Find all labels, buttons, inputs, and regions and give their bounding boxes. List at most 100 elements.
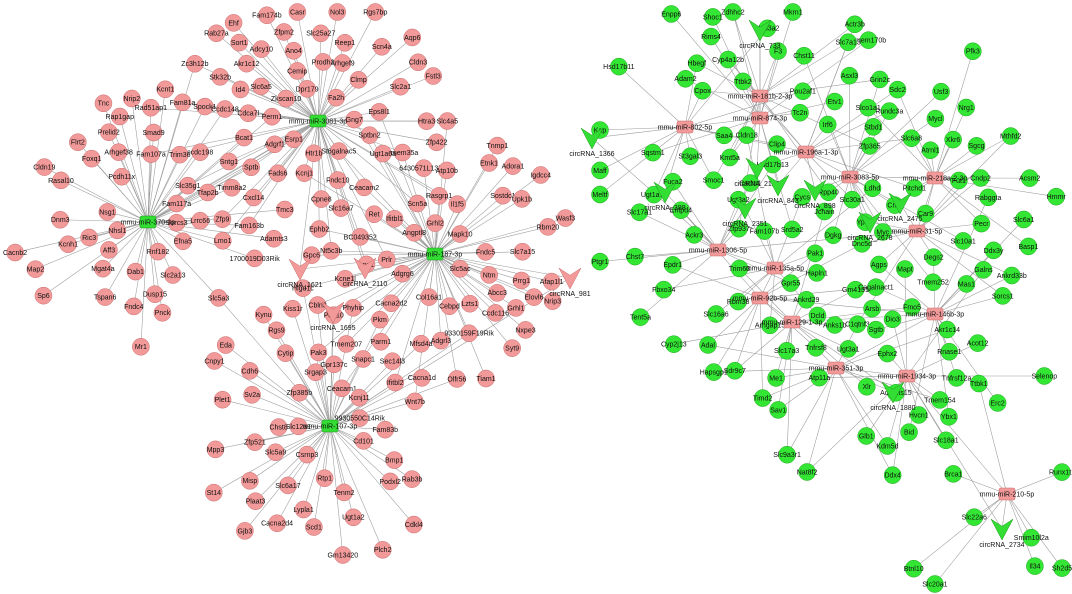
gene-node-elovl6[interactable]: Elovl6 <box>524 288 544 306</box>
gene-node-atp10b[interactable]: Atp10b <box>436 161 458 180</box>
gene-node-ldhd[interactable]: Ldhd <box>863 179 882 198</box>
gene-node-myc[interactable]: Myc <box>874 223 892 241</box>
gene-node-cacnb2[interactable]: Cacnb2 <box>3 243 27 262</box>
gene-node-kcnh1[interactable]: Kcnh1 <box>58 235 78 253</box>
mirna-node-mmu-mir-196a-1-3p[interactable]: mmu-miR-196a-1-3p <box>774 145 839 159</box>
gene-node-esrp1[interactable]: Esrp1 <box>285 130 303 149</box>
gene-node-tmem207[interactable]: Tmem207 <box>330 335 362 353</box>
gene-node-arhgap15[interactable]: Arhgap15 <box>755 316 785 335</box>
gene-node-ybx1[interactable]: Ybx1 <box>940 408 958 426</box>
gene-node-cacna1d[interactable]: Cacna1d <box>408 369 436 387</box>
gene-node-csrnp3[interactable]: Csrnp3 <box>296 445 319 464</box>
gene-node-slc25a27[interactable]: Slc25a27 <box>306 24 335 43</box>
gene-node-degs2[interactable]: Degs2 <box>923 248 944 266</box>
gene-node-zc3h12b[interactable]: Zc3h12b <box>181 54 209 73</box>
gene-node-9330159f19rik[interactable]: 9330159F19Rik <box>444 324 494 343</box>
gene-node-scd1[interactable]: Scd1 <box>305 518 323 536</box>
mirna-node-mmu-mir-1306-5p[interactable]: mmu-miR-1306-5p <box>689 243 747 257</box>
gene-node-wasf3[interactable]: Wasf3 <box>556 209 576 227</box>
gene-node-kcnj1[interactable]: Kcnj1 <box>296 164 314 182</box>
gene-node-entpd4[interactable]: Entpd4 <box>670 201 692 220</box>
gene-node-trim36[interactable]: Trim36 <box>169 145 191 164</box>
gene-node-timd2[interactable]: Timd2 <box>753 389 772 407</box>
gene-node-sec14l3[interactable]: Sec14l3 <box>380 352 405 370</box>
gene-node-slc4a5[interactable]: Slc4a5 <box>437 112 459 130</box>
gene-node-slc7a15[interactable]: Slc7a15 <box>510 242 535 261</box>
gene-node-etnk1[interactable]: Etnk1 <box>480 154 498 172</box>
gene-node-pfk3[interactable]: Pfk3 <box>964 42 982 61</box>
gene-node-cemip[interactable]: Cemip <box>287 62 307 80</box>
gene-node-sntg1[interactable]: Sntg1 <box>220 152 238 171</box>
mirna-node-mmu-mir-1934-3p[interactable]: mmu-miR-1934-3p <box>878 369 936 383</box>
gene-node-stk32b[interactable]: Stk32b <box>209 68 231 86</box>
gene-node-lypla1[interactable]: Lypla1 <box>293 500 314 519</box>
gene-node-grin2c[interactable]: Grin2c <box>869 70 891 89</box>
mirna-node-mmu-mir-210-5p[interactable]: mmu-miR-210-5p <box>980 487 1035 501</box>
gene-node-mthfd2[interactable]: Mthfd2 <box>1000 127 1022 145</box>
gene-node-mgat4a[interactable]: Mgat4a <box>91 259 115 278</box>
gene-node-cdh6[interactable]: Cdh6 <box>241 362 259 380</box>
gene-node-tiam1[interactable]: Tiam1 <box>476 369 496 388</box>
gene-node-slc6a17[interactable]: Slc6a17 <box>275 476 301 495</box>
gene-node-rbm38[interactable]: Rbm38 <box>727 292 750 311</box>
gene-node-fbxo34[interactable]: Fbxo34 <box>652 280 676 299</box>
gene-node-slc22a6[interactable]: Slc22a6 <box>962 508 987 526</box>
gene-node-il1f5[interactable]: Il1f5 <box>448 195 466 213</box>
gene-node-dio3[interactable]: Dio3 <box>883 310 902 329</box>
gene-node-ugt1a6a[interactable]: Ugt1a6a <box>370 144 397 163</box>
gene-node-ntm[interactable]: Ntm <box>480 266 498 284</box>
gene-node-cxcl14[interactable]: Cxcl14 <box>243 188 265 207</box>
gene-node-dab1[interactable]: Dab1 <box>126 262 145 281</box>
gene-node-prrg1[interactable]: Prrg1 <box>512 271 531 290</box>
gene-node-ceacam2[interactable]: Ceacam2 <box>349 178 379 197</box>
gene-node-snapc1[interactable]: Snapc1 <box>351 350 375 368</box>
gene-node-rad51ap1[interactable]: Rad51ap1 <box>135 98 167 117</box>
gene-node-sgtb[interactable]: Sgtb <box>867 320 885 339</box>
gene-node-fmo5[interactable]: Fmo5 <box>903 298 921 316</box>
gene-node-adgrf1[interactable]: Adgrf1 <box>264 135 285 154</box>
circrna-node-circrna-1366[interactable]: circRNA_1366 <box>569 127 615 158</box>
gene-node-reep1[interactable]: Reep1 <box>335 34 356 52</box>
gene-node-pak1[interactable]: Pak1 <box>806 244 824 263</box>
gene-node-efna5[interactable]: Efna5 <box>174 232 192 251</box>
gene-node-nxpe3[interactable]: Nxpe3 <box>515 321 536 339</box>
gene-node-slc17a3[interactable]: Slc17a3 <box>774 342 799 360</box>
gene-node-ttbk2[interactable]: Ttbk2 <box>734 72 752 91</box>
gene-node-c1qtnf3[interactable]: C1qtnf3 <box>845 315 870 333</box>
gene-node-adam2[interactable]: Adam2 <box>674 70 697 88</box>
mirna-node-mmu-mir-218a-2-3p[interactable]: mmu-miR-218a-2-3p <box>903 171 968 185</box>
gene-node-bid[interactable]: Bid <box>900 423 918 441</box>
gene-node-id4[interactable]: Id4 <box>231 80 250 99</box>
gene-node-sostdc1[interactable]: Sostdc1 <box>490 186 516 205</box>
gene-node-tmc3[interactable]: Tmc3 <box>276 200 294 219</box>
gene-node-sh2d5[interactable]: Sh2d5 <box>1052 559 1072 577</box>
gene-node-parm1[interactable]: Parm1 <box>371 333 392 351</box>
gene-node-prelid2[interactable]: Prelid2 <box>98 123 120 141</box>
gene-node-srd5a2[interactable]: Srd5a2 <box>781 220 804 239</box>
mirna-node-mmu-mir-92b-5p[interactable]: mmu-miR-92b-5p <box>733 291 788 305</box>
gene-node-saa4[interactable]: Saa4 <box>715 126 733 145</box>
gene-node-cacna2d4[interactable]: Cacna2d4 <box>261 514 293 533</box>
gene-node-htra3[interactable]: Htra3 <box>417 112 436 130</box>
gene-node-kcne1l[interactable]: Kcne1l <box>334 270 356 288</box>
gene-node-sdc2[interactable]: Sdc2 <box>888 80 907 99</box>
circrna-node-circrna-1695[interactable]: circRNA_1695 <box>310 301 356 332</box>
gene-node-dnc5d[interactable]: Dnc5d <box>852 235 872 253</box>
gene-node-gm4131[interactable]: Gm4131 <box>842 280 869 299</box>
gene-node-rgs9[interactable]: Rgs9 <box>267 321 286 340</box>
gene-node-xlr[interactable]: Xlr <box>857 378 876 396</box>
mirna-node-mmu-mir-181b-2-3p[interactable]: mmu-miR-181b-2-3p <box>728 89 793 103</box>
gene-node-slc16a7[interactable]: Slc16a7 <box>328 199 354 217</box>
gene-node-fam83b[interactable]: Fam83b <box>372 420 398 439</box>
mirna-node-mmu-mir-146b-3p[interactable]: mmu-miR-146b-3p <box>906 307 964 321</box>
gene-node-jchain[interactable]: Jchain <box>814 202 835 221</box>
circrna-node-circrna-2351[interactable]: circRNA_2351 <box>722 197 768 228</box>
gene-node-tnfrsf12a[interactable]: Tnfrsf12a <box>942 369 972 387</box>
gene-node-slc12a1[interactable]: Slc12a1 <box>286 417 311 436</box>
gene-node-basp1[interactable]: Basp1 <box>1018 237 1038 256</box>
gene-node-fuca2[interactable]: Fuca2 <box>663 172 683 191</box>
gene-node-sorcs3[interactable]: Sorcs3 <box>166 214 188 232</box>
gene-node-glb1[interactable]: Glb1 <box>857 427 876 445</box>
gene-node-ifitbl1[interactable]: Ifitbl1 <box>385 210 404 228</box>
mirna-node-mmu-mir-129-1-3p[interactable]: mmu-miR-129-1-3p <box>762 315 823 329</box>
